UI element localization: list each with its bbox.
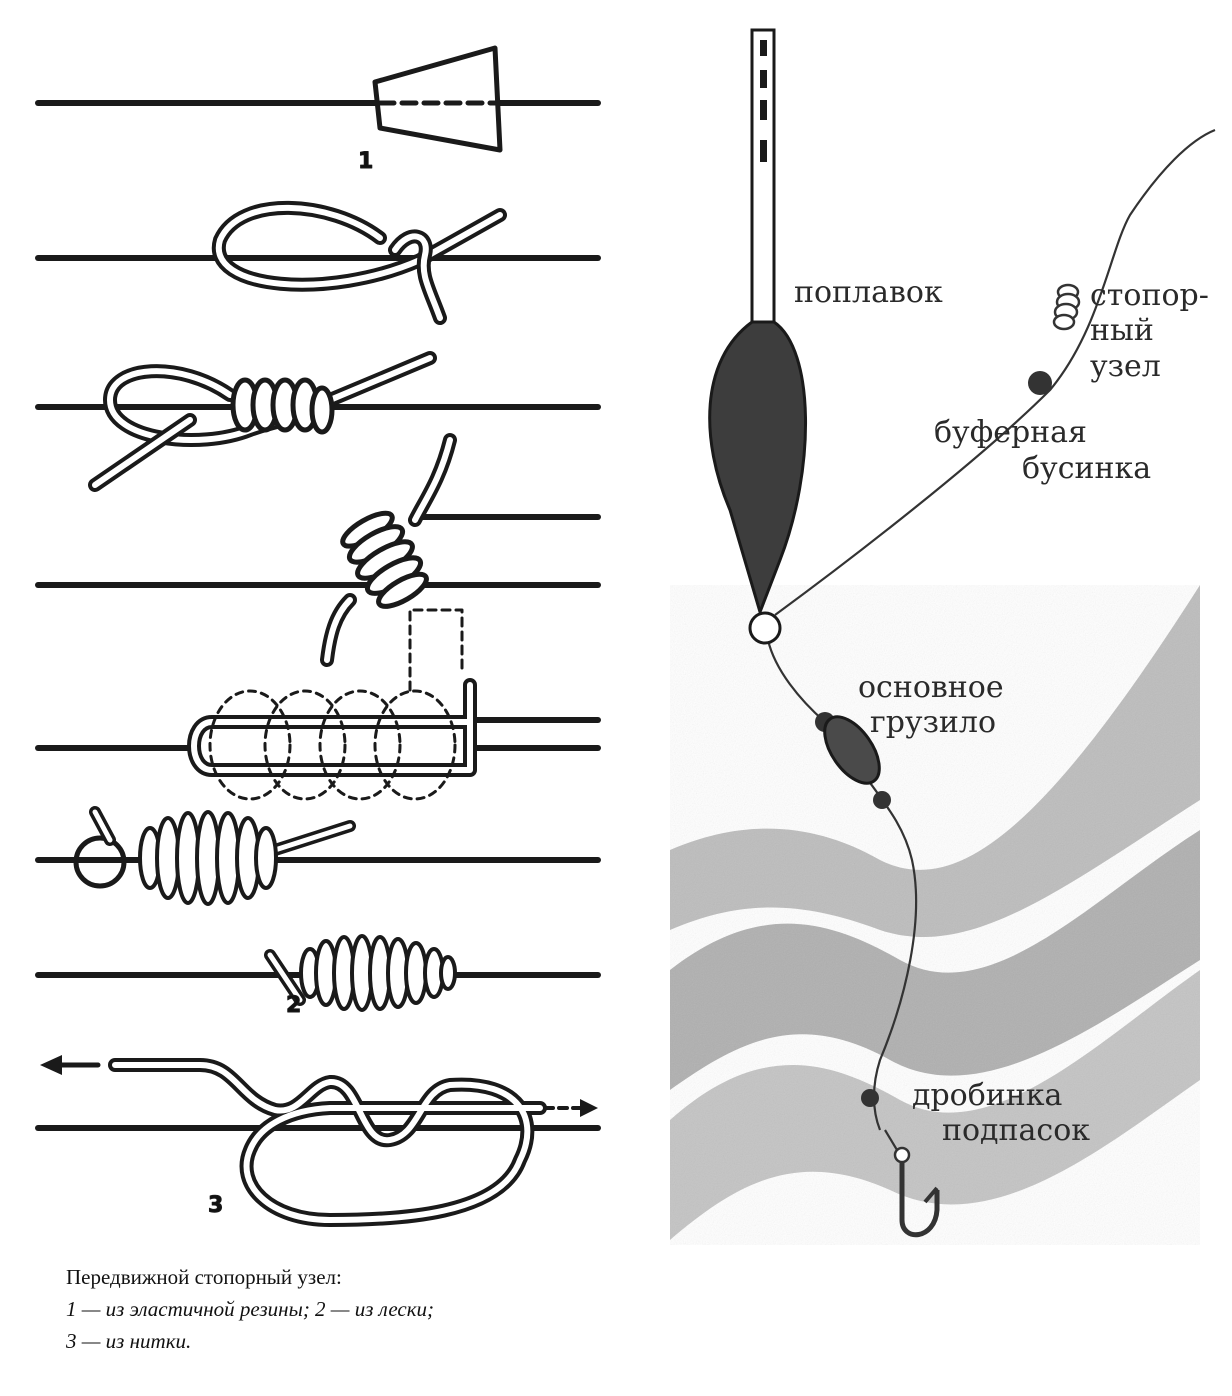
label-stopper-line1: стопор- [1090,278,1209,313]
label-sinker-line2: грузило [870,705,996,740]
label-float: поплавок [794,275,943,310]
label-shot-line2: подпасок [942,1113,1090,1148]
knot-step-2b-wraps [35,351,601,492]
knot-step-2e-coil [35,806,601,906]
figure-number-3: 3 [208,1193,223,1218]
knot-step-3-thread [35,1055,601,1227]
water-waves [670,585,1200,1245]
fishing-line [766,128,1216,1156]
knot-step-2a-loop [35,200,601,325]
main-sinker-mark [815,712,891,809]
buffer-bead-mark [1028,371,1052,395]
knot-step-2c-tightened [35,433,601,667]
float [708,28,808,645]
knot-step-1-rubber-stopper [35,45,601,153]
knot-step-2f-finished [35,934,601,1012]
caption-line-3: 3 — из нитки. [66,1329,192,1353]
float-rig-panel: поплавок стопор- ный узел буферная бусин… [670,28,1216,1245]
shot-and-hook [861,1089,940,1238]
label-buffer-line1: буферная [934,415,1087,450]
figure-number-1: 1 [358,149,373,174]
knot-steps-panel: 1 [35,45,601,1227]
figure-number-2: 2 [286,993,301,1018]
label-stopper-line3: узел [1090,349,1161,384]
stopper-knot-mark [1052,283,1081,331]
label-sinker-line1: основное [858,670,1004,705]
rig-labels: поплавок стопор- ный узел буферная бусин… [794,275,1209,1148]
knot-step-2d-line-loop [35,608,601,801]
caption-line-2: 1 — из эластичной резины; 2 — из лески; [66,1297,435,1321]
label-buffer-line2: бусинка [1022,451,1151,486]
caption-title: Передвижной стопорный узел: [66,1265,342,1289]
label-stopper-line2: ный [1090,313,1154,348]
label-shot-line1: дробинка [912,1078,1063,1113]
